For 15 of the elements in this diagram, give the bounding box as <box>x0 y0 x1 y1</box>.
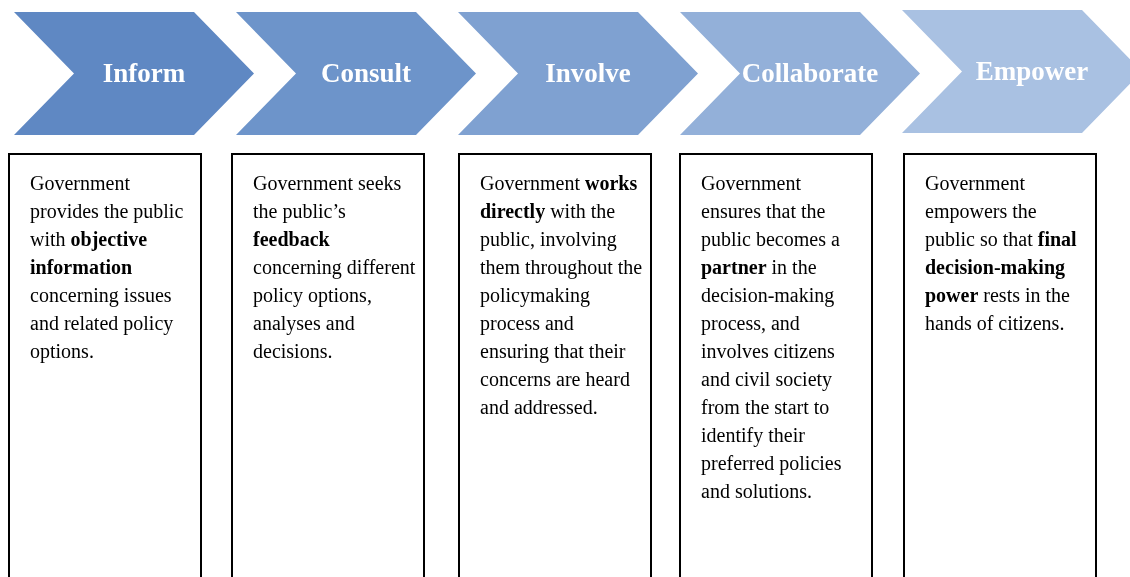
description-box <box>8 153 202 577</box>
description-text: Government seeks the public’s feedback concerning different policy options, analyses and decisions. <box>253 171 417 364</box>
description-text: Government works directly with the public, involving them throughout the policymaking process and ensuring that their concerns are heard and addressed. <box>480 171 644 420</box>
stage-title: Involve <box>545 60 631 87</box>
description-box <box>231 153 425 577</box>
stage-title: Inform <box>102 60 186 87</box>
stage-title: Consult <box>321 60 411 87</box>
description-box <box>458 153 652 577</box>
description-text: Government provides the public with objective information concerning issues and related policy options. <box>30 171 185 365</box>
stage-title: Collaborate <box>741 60 879 87</box>
description-box <box>903 153 1097 577</box>
description-text: Government empowers the public so that final decision-making power rests in the hands of citizens. <box>925 171 1078 336</box>
description-text: Government ensures that the public becomes a partner in the decision-making process, and involves citizens and civil society from the start to identify their preferred policies and solutions. <box>701 171 843 504</box>
stage-title: Empower <box>975 58 1089 85</box>
description-box <box>679 153 873 577</box>
